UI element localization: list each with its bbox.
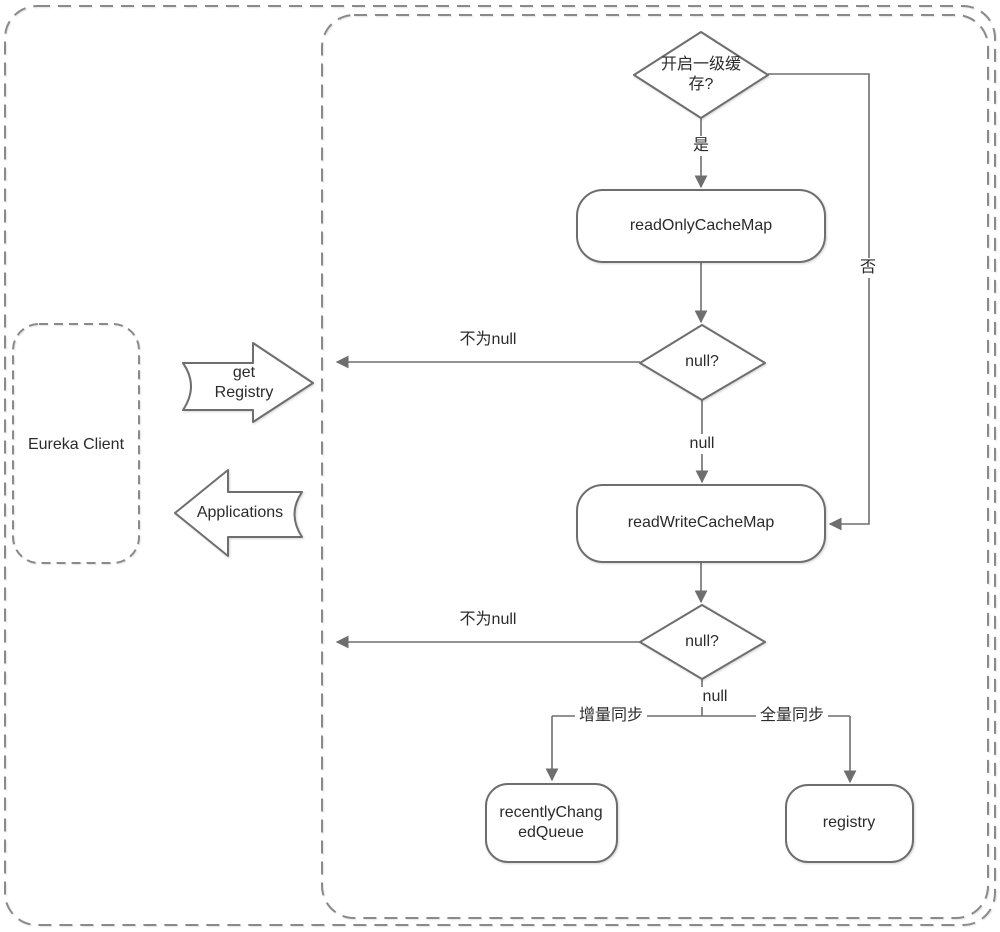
registry-label: registry [822, 814, 876, 831]
not-null-2-label: 不为null [455, 610, 521, 630]
no-label: 否 [855, 258, 881, 278]
get-registry-line2: Registry [214, 384, 274, 401]
null-2-label: null [698, 687, 732, 707]
get-registry-arrow [182, 342, 314, 423]
null-check-1-diamond [639, 324, 766, 401]
recently-changed-line1: recentlyChang [499, 804, 603, 821]
null-1-label: null [685, 434, 719, 454]
outer-boundary [4, 5, 996, 926]
eureka-client-label: Eureka Client [27, 436, 125, 453]
recently-changed-queue-label: recentlyChang edQueue [499, 803, 602, 843]
full-sync-label: 全量同步 [755, 706, 829, 726]
eureka-server-container [321, 14, 989, 919]
registry-node [785, 784, 914, 863]
cache-check-line1: 开启一级缓 [660, 56, 742, 73]
not-null-1-label: 不为null [455, 330, 521, 350]
applications-label: Applications [196, 504, 284, 521]
read-write-cache-label: readWriteCacheMap [627, 514, 775, 531]
null-check-2-label: null? [685, 633, 719, 650]
get-registry-line1: get [232, 364, 256, 381]
recently-changed-line2: edQueue [518, 824, 584, 841]
incremental-sync-label: 增量同步 [574, 706, 648, 726]
cache-check-label: 开启一级缓 存? [661, 55, 741, 95]
edge-no-branch [768, 73, 870, 531]
null-check-1-label: null? [685, 353, 719, 370]
null-check-2-diamond [639, 604, 766, 680]
read-only-cache-label: readOnlyCacheMap [629, 217, 773, 234]
cache-check-diamond [633, 31, 769, 119]
read-write-cache-node [576, 484, 826, 563]
cache-check-line2: 存? [688, 76, 714, 93]
yes-label: 是 [688, 136, 714, 156]
get-registry-label: get Registry [215, 363, 274, 403]
applications-arrow [174, 469, 303, 557]
eureka-client-box [12, 323, 140, 564]
recently-changed-queue-node [485, 783, 618, 863]
read-only-cache-node [576, 189, 826, 263]
